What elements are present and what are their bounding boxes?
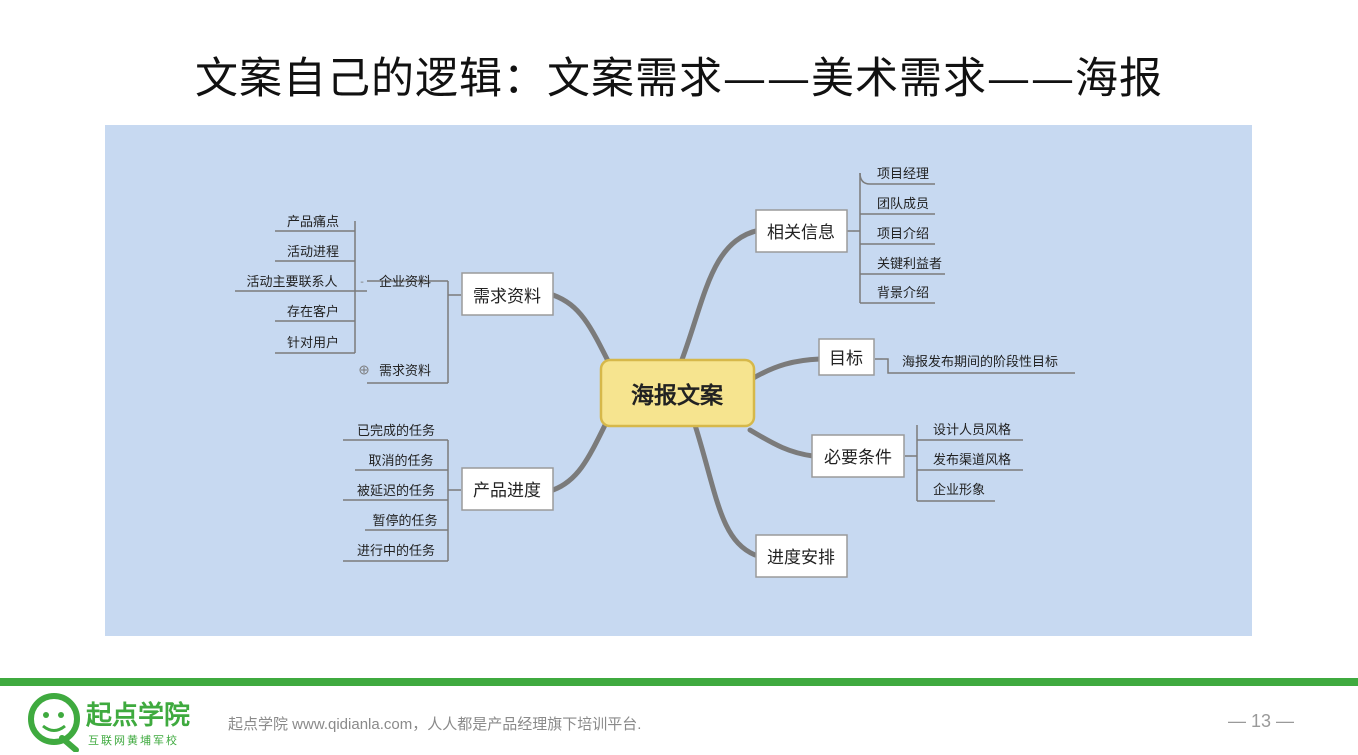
branch-xuqiu: 需求资料 [461, 272, 554, 316]
branch-label: 需求资料 [473, 287, 541, 307]
branch-jindu: 产品进度 [461, 467, 554, 511]
branch-box [755, 209, 848, 253]
leaf-node: 项目经理 [877, 167, 929, 182]
collapse-icon[interactable]: - [360, 277, 364, 288]
collapse-icon[interactable]: - [909, 451, 913, 462]
leaf-node: 企业形象 [933, 482, 985, 498]
root-node-box [599, 358, 756, 428]
leaf-node: 取消的任务 [368, 453, 433, 469]
leaf-node: 设计人员风格 [933, 422, 1011, 438]
collapse-icon[interactable]: - [852, 226, 856, 237]
logo-tail-icon [59, 735, 79, 752]
smiley-logo-icon [28, 693, 80, 745]
leaf-connectors [235, 172, 1075, 562]
leaf-node: 活动主要联系人 [246, 275, 337, 290]
leaf-node: 进行中的任务 [357, 543, 435, 559]
branch-mubiao: 目标 [818, 338, 875, 376]
logo: 起点学院 互联网黄埔军校 [28, 693, 190, 752]
page-number: — 13 — [1228, 711, 1295, 731]
footer-text: 起点学院 www.qidianla.com，人人都是产品经理旗下培训平台. [228, 716, 642, 733]
leaf-node: 活动进程 [287, 245, 339, 260]
leaf-node: 存在客户 [287, 304, 339, 320]
branch-biyao: 必要条件 [811, 434, 905, 478]
branch-box [811, 434, 905, 478]
leaf-node: 背景介绍 [877, 286, 929, 301]
branch-xiangguan: 相关信息 [755, 209, 848, 253]
logo-eye-icon [43, 712, 49, 718]
branch-box [818, 338, 875, 376]
leaf-node: 关键利益者 [877, 257, 942, 272]
leaf-node: 已完成的任务 [357, 423, 435, 439]
branch-box [461, 467, 554, 511]
slide-title: 文案自己的逻辑：文案需求——美术需求——海报 [195, 54, 1163, 104]
leaf-node: 针对用户 [287, 335, 339, 351]
leaf-node: 项目介绍 [877, 227, 929, 242]
logo-eye-icon [58, 712, 64, 718]
branch-connectors [550, 227, 823, 558]
branch-box [755, 534, 848, 578]
logo-text: 起点学院 [86, 700, 190, 731]
leaf-node: 产品痛点 [287, 214, 339, 230]
root-node-label: 海报文案 [631, 382, 724, 409]
footer-accent-bar [0, 678, 1358, 686]
leaf-node: 发布渠道风格 [933, 452, 1011, 468]
logo-smile-icon [42, 724, 66, 732]
branch-anpai: 进度安排 [755, 534, 848, 578]
node-xuqiu-sub: 需求资料 [379, 364, 431, 379]
logo-slogan: 互联网黄埔军校 [88, 733, 179, 747]
node-qiye: 企业资料 [379, 274, 431, 290]
branch-label: 产品进度 [473, 481, 541, 501]
collapse-icon[interactable]: - [879, 354, 883, 365]
branch-label: 必要条件 [824, 448, 892, 468]
leaf-node: 团队成员 [877, 197, 929, 212]
branch-label: 相关信息 [767, 223, 835, 243]
leaf-node: 被延迟的任务 [357, 483, 435, 499]
branch-label: 目标 [829, 349, 863, 369]
expand-icon-plus [361, 367, 367, 373]
branch-label: 进度安排 [767, 548, 835, 568]
expand-icon[interactable] [359, 365, 369, 375]
branch-box [461, 272, 554, 316]
leaf-node: 海报发布期间的阶段性目标 [902, 354, 1058, 370]
leaf-node: 暂停的任务 [372, 513, 437, 529]
mind-map: 海报文案 需求资料 产品进度 相关信息 目标 必要条件 进度安排 - - - -… [105, 125, 1252, 636]
